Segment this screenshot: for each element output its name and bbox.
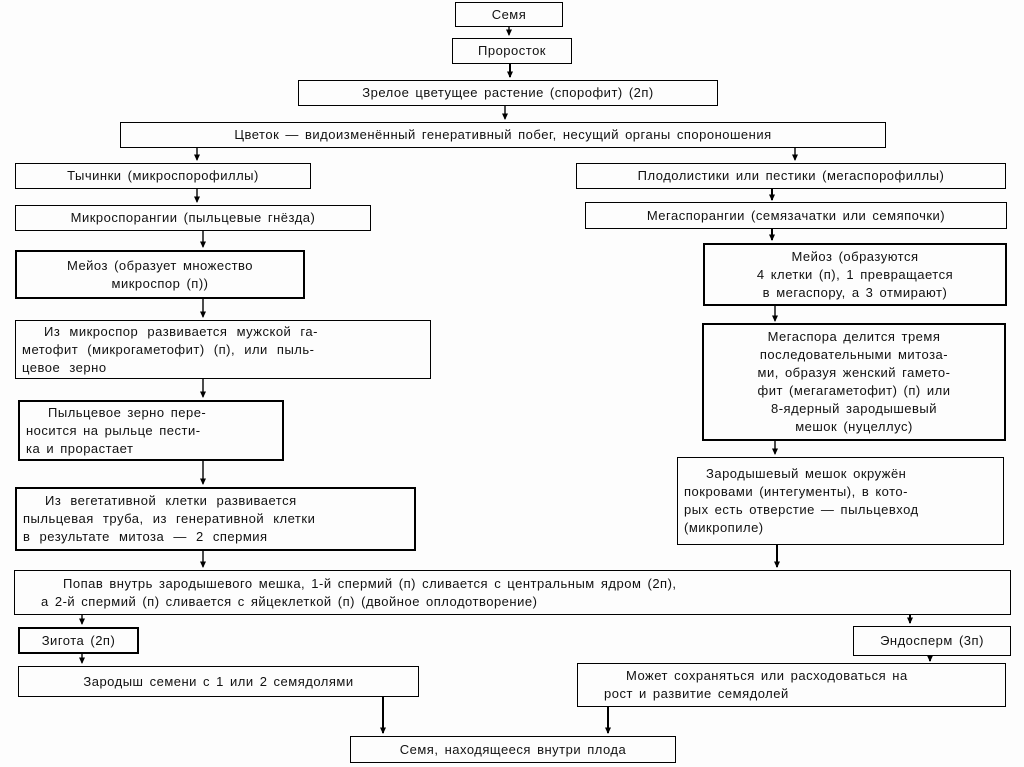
node-stamens: Тычинки (микроспорофиллы) xyxy=(15,163,311,189)
node-seed-embryo-label: Зародыш семени с 1 или 2 семядолями xyxy=(83,673,354,689)
node-pollen-transfer-label: Пыльцевое зерно пере- носится на рыльце … xyxy=(26,404,207,456)
node-carpels: Плодолистики или пестики (мегаспорофиллы… xyxy=(576,163,1006,189)
node-final-seed-label: Семя, находящееся внутри плода xyxy=(399,741,627,757)
node-endosperm-fate-label: Может сохраняться или расходоваться на р… xyxy=(604,668,908,701)
node-pollen-tube: Из вегетативной клетки развивается пыльц… xyxy=(15,487,416,551)
node-male-gametophyte: Из микроспор развивается мужской га- мет… xyxy=(15,320,431,379)
node-mature-plant: Зрелое цветущее растение (спорофит) (2п) xyxy=(298,80,718,106)
node-embryo-sac-label: Зародышевый мешок окружён покровами (инт… xyxy=(684,466,919,535)
node-endosperm: Эндосперм (3п) xyxy=(853,626,1011,656)
node-seedling-label: Проросток xyxy=(478,43,546,58)
node-endosperm-fate: Может сохраняться или расходоваться на р… xyxy=(577,663,1006,707)
node-male-gametophyte-label: Из микроспор развивается мужской га- мет… xyxy=(22,323,318,375)
node-seed-embryo: Зародыш семени с 1 или 2 семядолями xyxy=(18,666,419,697)
node-embryo-sac: Зародышевый мешок окружён покровами (инт… xyxy=(677,457,1004,545)
node-meiosis-left: Мейоз (образует множество микроспор (п)) xyxy=(15,250,305,299)
node-meiosis-right-label: Мейоз (образуются 4 клетки (п), 1 превра… xyxy=(756,248,954,300)
node-fertilization: Попав внутрь зародышевого мешка, 1-й спе… xyxy=(14,570,1011,615)
node-pollen-transfer: Пыльцевое зерно пере- носится на рыльце … xyxy=(18,400,284,461)
node-final-seed: Семя, находящееся внутри плода xyxy=(350,736,676,763)
node-seed: Семя xyxy=(455,2,563,27)
node-fertilization-label: Попав внутрь зародышевого мешка, 1-й спе… xyxy=(41,575,677,609)
node-megasporangia: Мегаспорангии (семязачатки или семяпочки… xyxy=(585,202,1007,229)
node-megaspore-division-label: Мегаспора делится тремя последовательным… xyxy=(757,329,951,434)
node-megaspore-division: Мегаспора делится тремя последовательным… xyxy=(702,323,1006,441)
node-microsporangia: Микроспорангии (пыльцевые гнёзда) xyxy=(15,205,371,231)
node-microsporangia-label: Микроспорангии (пыльцевые гнёзда) xyxy=(70,210,316,225)
node-seed-label: Семя xyxy=(491,6,527,22)
node-zygote-label: Зигота (2п) xyxy=(41,632,116,648)
node-meiosis-right: Мейоз (образуются 4 клетки (п), 1 превра… xyxy=(703,243,1007,306)
node-stamens-label: Тычинки (микроспорофиллы) xyxy=(67,168,259,183)
node-flower-label: Цветок — видоизменённый генеративный поб… xyxy=(234,127,772,142)
node-megasporangia-label: Мегаспорангии (семязачатки или семяпочки… xyxy=(646,207,946,223)
node-endosperm-label: Эндосперм (3п) xyxy=(880,633,984,648)
node-seedling: Проросток xyxy=(452,38,572,64)
node-carpels-label: Плодолистики или пестики (мегаспорофиллы… xyxy=(637,168,945,183)
node-flower: Цветок — видоизменённый генеративный поб… xyxy=(120,122,886,148)
node-zygote: Зигота (2п) xyxy=(18,627,139,654)
node-mature-plant-label: Зрелое цветущее растение (спорофит) (2п) xyxy=(362,85,654,100)
node-meiosis-left-label: Мейоз (образует множество микроспор (п)) xyxy=(66,257,254,291)
node-pollen-tube-label: Из вегетативной клетки развивается пыльц… xyxy=(23,493,316,544)
